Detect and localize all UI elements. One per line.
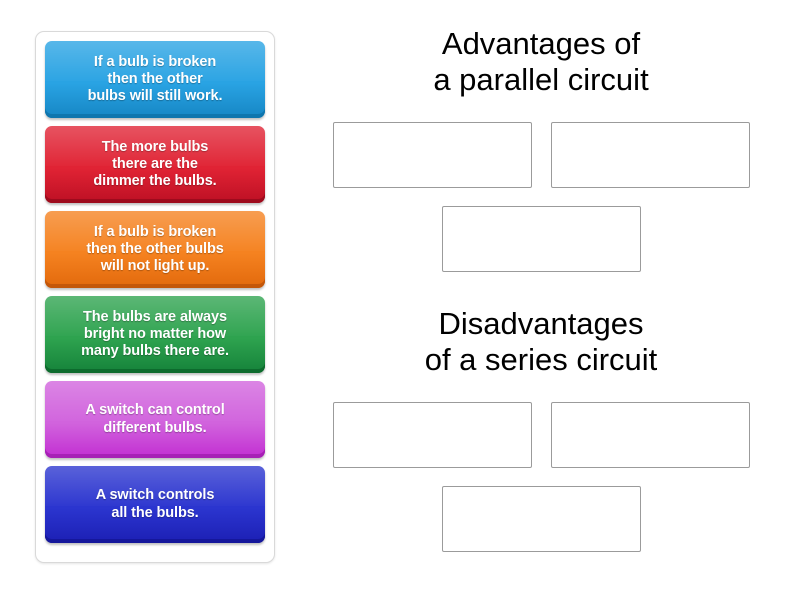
answer-tile-label: If a bulb is broken then the other bulbs… [86, 223, 224, 275]
answer-tile[interactable]: A switch can control different bulbs. [45, 381, 265, 458]
drop-zone-disadvantages-3[interactable] [442, 486, 641, 552]
answer-tile-label: A switch can control different bulbs. [85, 402, 225, 436]
group-title-disadvantages: Disadvantages of a series circuit [424, 306, 658, 377]
drop-zone-disadvantages-1[interactable] [333, 402, 532, 468]
answer-tile[interactable]: The more bulbs there are the dimmer the … [45, 126, 265, 203]
drop-zone-advantages-2[interactable] [551, 122, 750, 188]
answer-tile-label: The bulbs are always bright no matter ho… [81, 308, 229, 360]
answer-tile[interactable]: A switch controls all the bulbs. [45, 466, 265, 543]
drop-zone-advantages-3[interactable] [442, 206, 641, 272]
group-title-advantages: Advantages of a parallel circuit [433, 26, 649, 97]
drop-zone-disadvantages-2[interactable] [551, 402, 750, 468]
answer-tile[interactable]: If a bulb is broken then the other bulbs… [45, 211, 265, 288]
answer-tile-label: If a bulb is broken then the other bulbs… [87, 53, 223, 105]
answer-tile[interactable]: The bulbs are always bright no matter ho… [45, 296, 265, 373]
answer-tile-label: The more bulbs there are the dimmer the … [93, 138, 217, 190]
answer-tile-tray: If a bulb is broken then the other bulbs… [35, 31, 275, 563]
drop-zone-advantages-1[interactable] [333, 122, 532, 188]
answer-tile-label: A switch controls all the bulbs. [95, 487, 215, 521]
answer-tile[interactable]: If a bulb is broken then the other bulbs… [45, 41, 265, 118]
category-board: Advantages of a parallel circuit Disadva… [300, 0, 800, 600]
